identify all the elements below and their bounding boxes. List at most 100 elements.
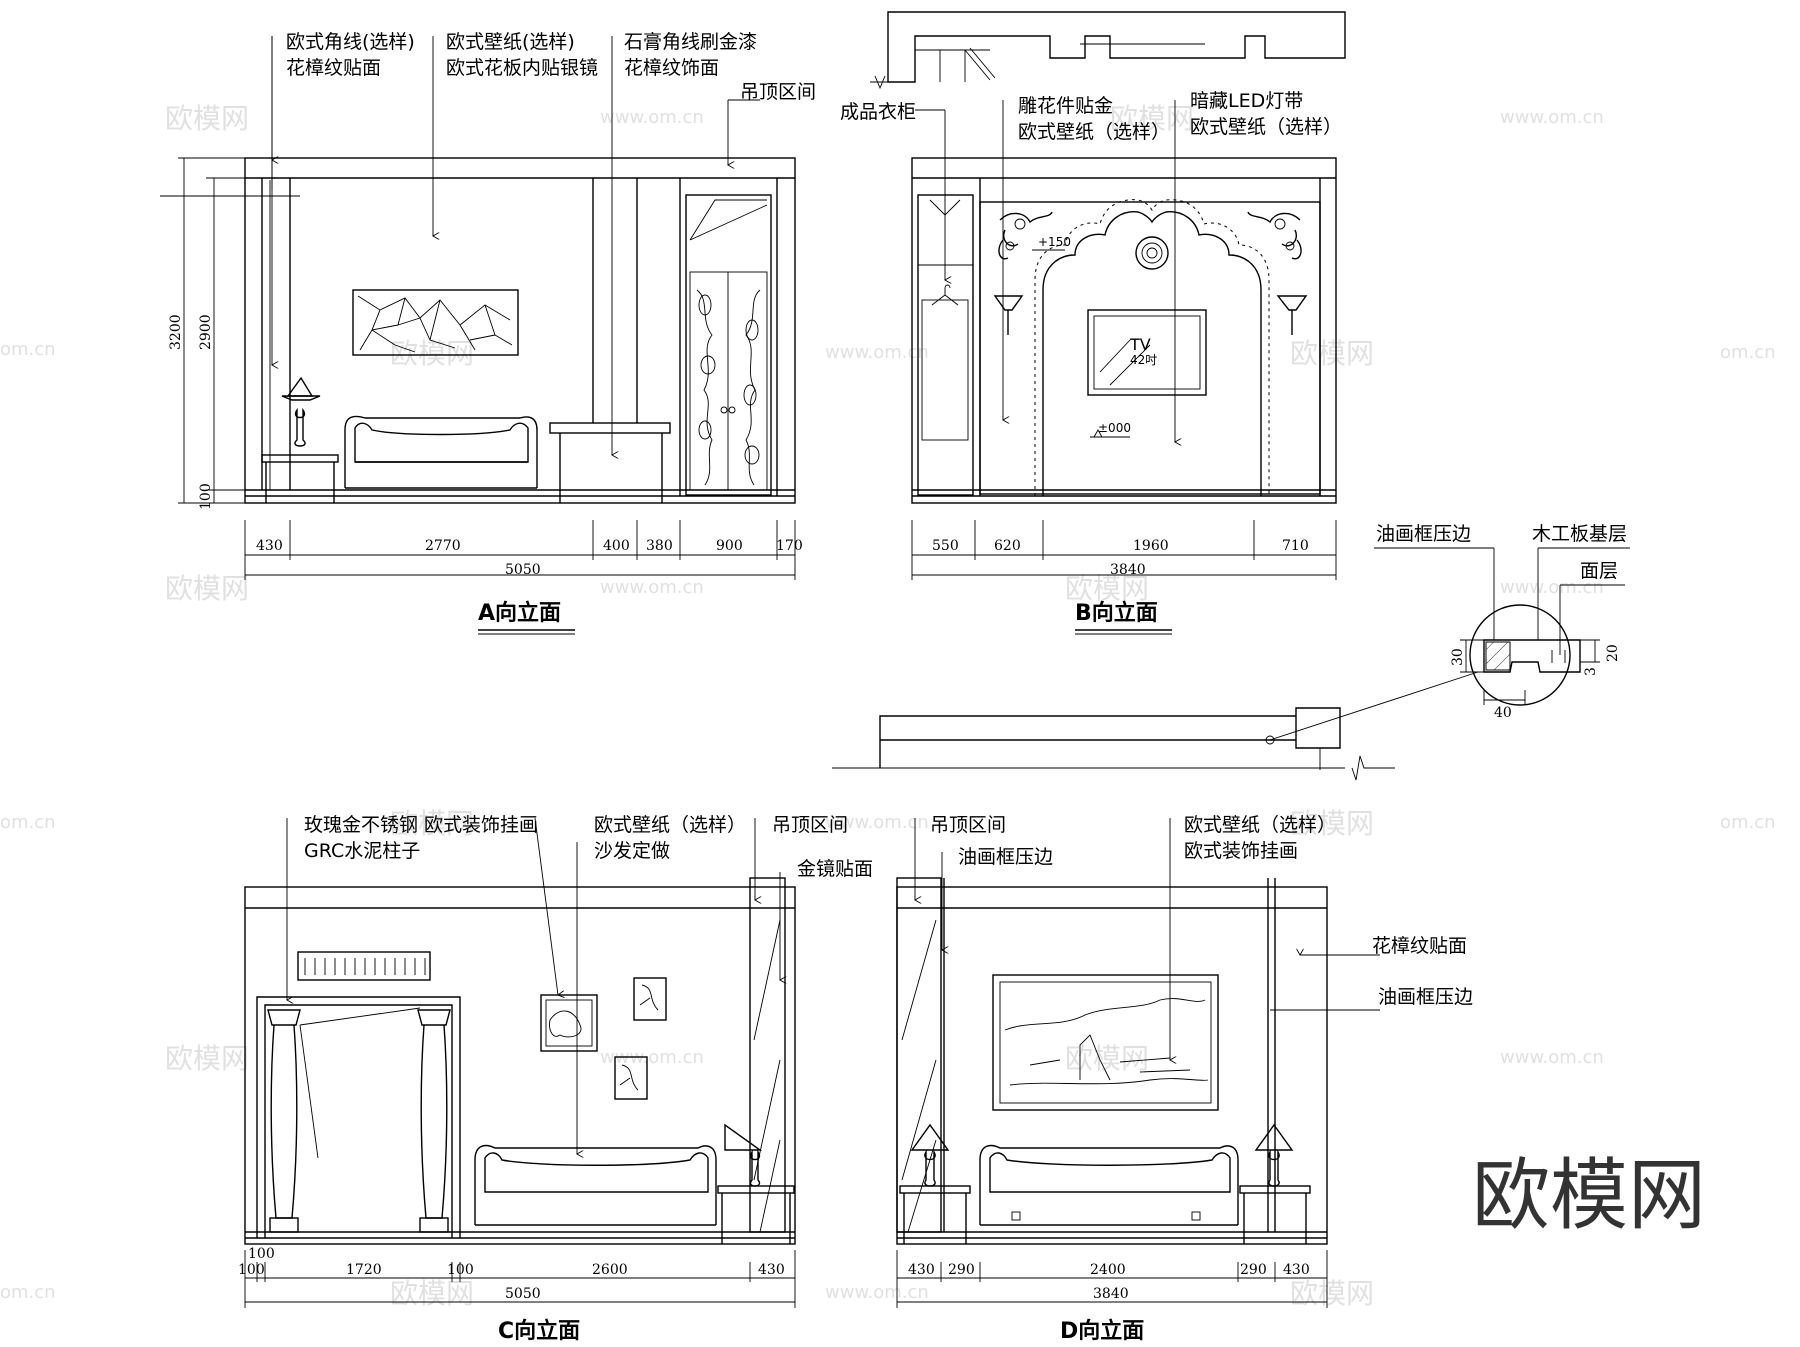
label-d-wallpaper: 欧式壁纸（选样） — [1184, 814, 1336, 836]
dim-a-2770: 2770 — [425, 538, 461, 554]
watermark-url: www.om.cn — [1500, 577, 1604, 598]
ac-vent-icon — [297, 951, 431, 981]
mirror-pilaster-left — [896, 877, 942, 1233]
watermark-url: om.cn — [0, 812, 56, 833]
panel-b-elevation: TV 42吋 +150 ±000 成品衣柜 雕花件贴金 欧式壁纸（选样） — [840, 11, 1346, 635]
panel-a-title: A向立面 — [478, 600, 561, 626]
panel-b-horizontal-dimensions: 550 620 1960 710 3840 — [911, 520, 1337, 580]
carved-ornament-icon — [998, 211, 1302, 260]
level-mark-top: +150 — [1038, 235, 1071, 249]
label-d-frame-edge-left: 油画框压边 — [958, 846, 1053, 868]
watermark-text: 欧模网 — [165, 572, 249, 605]
watermark-text: 欧模网 — [1065, 572, 1149, 605]
floral-carving-icon — [696, 289, 761, 486]
panel-c-wall-outline — [244, 886, 796, 1245]
dim-c-total: 5050 — [505, 1286, 541, 1302]
dim-detail-30: 30 — [1450, 648, 1466, 666]
medallion-icon — [1135, 236, 1169, 270]
cracked-mirror-pattern-icon — [357, 295, 513, 353]
dim-c-100-top: 100 — [248, 1246, 275, 1262]
dim-detail-3: 3 — [1583, 667, 1599, 676]
side-table — [899, 1185, 971, 1194]
watermark-url: om.cn — [1720, 812, 1776, 833]
label-a-camphor-veneer: 花樟纹贴面 — [286, 57, 381, 79]
panel-a-cabinet — [685, 194, 772, 496]
wardrobe — [917, 194, 974, 496]
watermark-url: www.om.cn — [1500, 1047, 1604, 1068]
console-table — [549, 422, 671, 434]
dim-detail-20: 20 — [1605, 644, 1621, 662]
dim-d-290-left: 290 — [948, 1262, 975, 1278]
table-lamp-icon — [281, 376, 321, 447]
panel-b-wall-outline — [911, 157, 1337, 504]
panel-a-elevation: 欧式角线(选样) 花樟纹贴面 欧式壁纸(选样) 欧式花板内贴银镜 石膏角线刷金漆… — [160, 30, 816, 635]
dim-a-430: 430 — [256, 538, 283, 554]
dim-a-2900: 2900 — [198, 314, 214, 350]
watermark-url: www.om.cn — [825, 812, 929, 833]
label-a-camphor-finish: 花樟纹饰面 — [624, 57, 719, 79]
label-c-gold-mirror: 金镜贴面 — [797, 858, 873, 880]
watermark-text: 欧模网 — [1290, 807, 1374, 840]
label-detail-frame-edge: 油画框压边 — [1376, 523, 1471, 545]
decorative-painting-2 — [633, 977, 667, 1021]
panel-c-elevation: 玫瑰金不锈钢 欧式装饰挂画 GRC水泥柱子 欧式壁纸（选样） 沙发定做 吊顶区间… — [238, 814, 873, 1344]
panel-d-elevation: 吊顶区间 油画框压边 欧式壁纸（选样） 欧式装饰挂画 花樟纹贴面 油画框压边 4… — [896, 814, 1473, 1344]
brand-logo: 欧模网 — [1472, 1151, 1706, 1241]
label-c-custom-sofa: 沙发定做 — [594, 840, 670, 862]
watermark-text: 欧模网 — [1065, 1042, 1149, 1075]
table-lamp-icon — [910, 1123, 1294, 1187]
dim-b-620: 620 — [994, 538, 1021, 554]
landscape-painting-icon — [1004, 998, 1209, 1086]
dim-c-100-mid: 100 — [447, 1262, 474, 1278]
label-d-frame-edge-right: 油画框压边 — [1378, 986, 1473, 1008]
watermark-url: www.om.cn — [600, 107, 704, 128]
label-c-grc-column: GRC水泥柱子 — [304, 840, 420, 862]
table-lamp-icon — [724, 1123, 763, 1187]
label-c-rose-gold-steel: 玫瑰金不锈钢 欧式装饰挂画 — [304, 814, 538, 836]
wall-sconce-icon — [993, 295, 1308, 335]
panel-b-title: B向立面 — [1075, 600, 1158, 626]
dim-b-1960: 1960 — [1133, 538, 1169, 554]
doorway-frame — [256, 996, 461, 1238]
label-a-silver-mirror: 欧式花板内贴银镜 — [446, 57, 598, 79]
watermark-text: 欧模网 — [165, 102, 249, 135]
watermark-layer: 欧模网 www.om.cn 欧模网 www.om.cn om.cn 欧模网 ww… — [0, 102, 1776, 1310]
dim-detail-40: 40 — [1494, 705, 1512, 721]
panel-a-horizontal-dimensions: 430 2770 400 380 900 170 5050 — [244, 520, 803, 580]
panel-b-plan-strip — [870, 11, 1346, 90]
label-a-european-corner-line: 欧式角线(选样) — [286, 31, 415, 53]
dim-d-total: 3840 — [1093, 1286, 1129, 1302]
frame-edge-detail: 油画框压边 木工板基层 面层 30 20 3 40 — [832, 523, 1630, 781]
dim-a-100: 100 — [198, 483, 214, 510]
sofa-icon — [979, 1144, 1239, 1226]
tv-label: TV — [1129, 335, 1151, 354]
oil-painting-frame — [992, 974, 1219, 1111]
watermark-url: www.om.cn — [1500, 107, 1604, 128]
side-table — [717, 1185, 795, 1194]
dim-c-1720: 1720 — [346, 1262, 382, 1278]
dim-c-430: 430 — [758, 1262, 785, 1278]
watermark-text: 欧模网 — [1110, 102, 1194, 135]
decorative-painting-3 — [614, 1056, 648, 1100]
side-table — [1239, 1185, 1311, 1194]
watermark-url: www.om.cn — [825, 342, 929, 363]
detail-circle — [1469, 604, 1571, 706]
dim-a-380: 380 — [646, 538, 673, 554]
watermark-text: 欧模网 — [1290, 1277, 1374, 1310]
watermark-url: om.cn — [0, 339, 56, 360]
arch-frame — [1042, 211, 1262, 496]
panel-c-title: C向立面 — [498, 1318, 580, 1344]
dim-a-3200: 3200 — [168, 314, 184, 350]
dim-a-total: 5050 — [505, 562, 541, 578]
dim-c-2600: 2600 — [592, 1262, 628, 1278]
label-c-wallpaper: 欧式壁纸（选样） — [594, 814, 746, 836]
panel-c-horizontal-dimensions: 100 100 1720 100 2600 430 5050 — [238, 1246, 796, 1308]
watermark-text: 欧模网 — [1290, 337, 1374, 370]
label-d-camphor-veneer: 花樟纹贴面 — [1372, 935, 1467, 957]
label-a-ceiling-zone: 吊顶区间 — [740, 81, 816, 103]
dim-a-900: 900 — [716, 538, 743, 554]
side-table — [261, 454, 339, 463]
label-d-oil-painting: 欧式装饰挂画 — [1184, 840, 1298, 862]
watermark-url: om.cn — [0, 1282, 56, 1303]
grc-column-icon — [267, 1007, 451, 1233]
